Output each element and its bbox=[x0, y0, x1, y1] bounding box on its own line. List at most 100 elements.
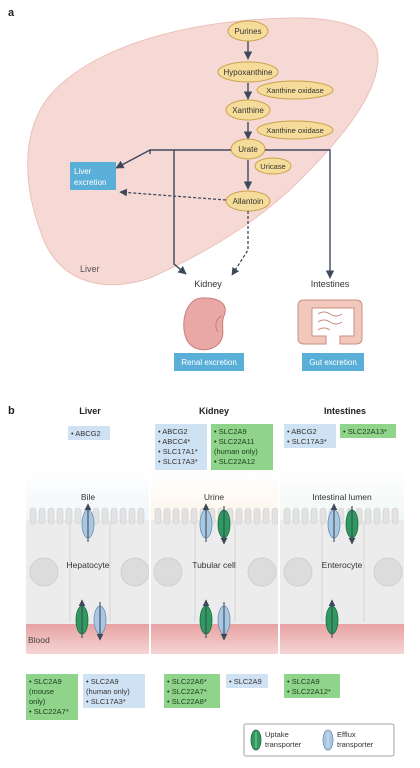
node-uricase: Uricase bbox=[254, 157, 292, 175]
intestines-label: Intestines bbox=[311, 279, 350, 289]
svg-text:• SLC2A9: • SLC2A9 bbox=[86, 677, 119, 686]
legend-uptake-label: Uptake bbox=[265, 730, 289, 739]
uptake-transporter bbox=[325, 599, 339, 638]
node-xanthine-oxidase-2: Xanthine oxidase bbox=[256, 120, 334, 140]
bile-label: Bile bbox=[81, 492, 95, 502]
node-allantoin: Allantoin bbox=[225, 190, 271, 212]
blood-band bbox=[26, 624, 404, 654]
svg-text:• SLC22A6*: • SLC22A6* bbox=[167, 677, 207, 686]
svg-text:• SLC22A11: • SLC22A11 bbox=[214, 437, 254, 446]
microvillus bbox=[292, 507, 300, 525]
efflux-transporter bbox=[199, 503, 213, 542]
svg-text:• SLC22A8*: • SLC22A8* bbox=[167, 697, 207, 706]
uptake-transporter bbox=[217, 506, 231, 545]
microvillus bbox=[301, 507, 309, 525]
microvillus bbox=[262, 507, 270, 525]
arrow-urate-intestines bbox=[265, 149, 335, 279]
svg-text:(human only): (human only) bbox=[214, 447, 258, 456]
kidney-icon bbox=[183, 297, 226, 351]
kidney-label: Kidney bbox=[194, 279, 222, 289]
node-hypoxanthine: Hypoxanthine bbox=[217, 61, 279, 83]
svg-text:• SLC22A13*: • SLC22A13* bbox=[343, 427, 387, 436]
intestines-top-efflux-label: • ABCG2 • SLC17A3* bbox=[284, 424, 336, 448]
microvillus bbox=[319, 507, 327, 525]
svg-text:• SLC2A9: • SLC2A9 bbox=[229, 677, 262, 686]
svg-text:Renal excretion: Renal excretion bbox=[181, 358, 237, 367]
microvillus bbox=[119, 507, 127, 525]
renal-excretion-box: Renal excretion bbox=[174, 353, 244, 371]
microvillus bbox=[172, 507, 180, 525]
microvillus bbox=[47, 507, 55, 525]
legend-efflux-label-2: transporter bbox=[337, 740, 374, 749]
svg-text:Uricase: Uricase bbox=[260, 162, 285, 171]
svg-text:Xanthine oxidase: Xanthine oxidase bbox=[266, 86, 324, 95]
intestines-top-uptake-label: • SLC22A13* bbox=[340, 424, 396, 438]
efflux-transporter bbox=[81, 503, 95, 542]
microvillus bbox=[253, 507, 261, 525]
efflux-transporter bbox=[93, 602, 107, 641]
kidney-bottom-uptake-label: • SLC22A6* • SLC22A7* • SLC22A8* bbox=[164, 674, 220, 708]
microvillus bbox=[364, 507, 372, 525]
svg-text:• SLC2A9: • SLC2A9 bbox=[214, 427, 247, 436]
svg-text:Xanthine: Xanthine bbox=[232, 106, 264, 115]
svg-text:Liver: Liver bbox=[74, 167, 92, 176]
svg-text:Purines: Purines bbox=[234, 27, 261, 36]
svg-text:• SLC2A9: • SLC2A9 bbox=[287, 677, 320, 686]
arrow-allantoin-kidney bbox=[231, 211, 249, 276]
svg-text:• SLC22A12*: • SLC22A12* bbox=[287, 687, 331, 696]
microvillus bbox=[181, 507, 189, 525]
legend-efflux-label: Efflux bbox=[337, 730, 356, 739]
arrow-allantoin-liver-excretion bbox=[119, 188, 227, 201]
uptake-transporter bbox=[75, 599, 89, 638]
svg-text:• SLC17A3*: • SLC17A3* bbox=[86, 697, 126, 706]
svg-text:excretion: excretion bbox=[74, 178, 106, 187]
hepatocyte-label: Hepatocyte bbox=[67, 560, 110, 570]
svg-text:• ABCG2: • ABCG2 bbox=[158, 427, 188, 436]
microvillus bbox=[235, 507, 243, 525]
svg-text:• ABCC4*: • ABCC4* bbox=[158, 437, 190, 446]
microvillus bbox=[137, 507, 145, 525]
legend-uptake-icon bbox=[250, 729, 262, 751]
column-title-kidney: Kidney bbox=[199, 406, 229, 416]
panel-a-label: a bbox=[8, 7, 15, 19]
intestines-icon bbox=[297, 299, 363, 345]
intestinal-lumen-label: Intestinal lumen bbox=[312, 492, 372, 502]
svg-text:(human only): (human only) bbox=[86, 687, 130, 696]
microvillus bbox=[244, 507, 252, 525]
svg-text:Gut excretion: Gut excretion bbox=[309, 358, 357, 367]
cell-borders bbox=[69, 522, 365, 622]
microvilli bbox=[29, 507, 399, 525]
microvillus bbox=[373, 507, 381, 525]
microvillus bbox=[74, 507, 82, 525]
svg-text:Hypoxanthine: Hypoxanthine bbox=[224, 68, 273, 77]
svg-text:• ABCG2: • ABCG2 bbox=[287, 427, 317, 436]
microvillus bbox=[56, 507, 64, 525]
uptake-transporter bbox=[199, 599, 213, 638]
node-xanthine-oxidase-1: Xanthine oxidase bbox=[256, 80, 334, 100]
microvillus bbox=[101, 507, 109, 525]
svg-text:• SLC22A12: • SLC22A12 bbox=[214, 457, 255, 466]
microvillus bbox=[190, 507, 198, 525]
microvillus bbox=[29, 507, 37, 525]
efflux-transporter bbox=[327, 503, 341, 542]
cell-nuclei bbox=[29, 557, 403, 587]
arrow-urate-liver-excretion bbox=[115, 149, 151, 169]
urine-label: Urine bbox=[204, 492, 225, 502]
column-title-liver: Liver bbox=[79, 406, 101, 416]
legend-efflux-icon bbox=[322, 729, 334, 751]
panel-b-label: b bbox=[8, 405, 15, 417]
svg-text:Allantoin: Allantoin bbox=[233, 197, 264, 206]
svg-text:• SLC17A3*: • SLC17A3* bbox=[287, 437, 327, 446]
svg-text:• SLC22A7*: • SLC22A7* bbox=[167, 687, 207, 696]
svg-text:• SLC17A3*: • SLC17A3* bbox=[158, 457, 198, 466]
microvillus bbox=[38, 507, 46, 525]
node-xanthine: Xanthine bbox=[225, 99, 271, 121]
microvillus bbox=[310, 507, 318, 525]
efflux-transporter bbox=[217, 602, 231, 641]
uptake-transporter bbox=[345, 506, 359, 545]
tubular-cell-label: Tubular cell bbox=[192, 560, 236, 570]
liver-top-efflux-label: • ABCG2 bbox=[68, 426, 110, 440]
svg-text:(mouse: (mouse bbox=[29, 687, 54, 696]
svg-text:Xanthine oxidase: Xanthine oxidase bbox=[266, 126, 324, 135]
